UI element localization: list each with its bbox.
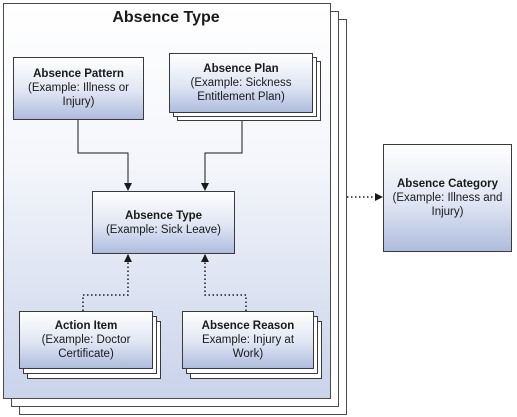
absence-reason-desc-2: Work) <box>232 348 264 360</box>
absence-plan-title: Absence Plan <box>203 63 279 75</box>
absence-pattern-box: Absence Pattern (Example: Illness or Inj… <box>13 57 144 120</box>
action-item-title: Action Item <box>54 320 118 332</box>
absence-plan-box: Absence Plan (Example: Sickness Entitlem… <box>169 53 313 113</box>
arrow-pattern-to-type <box>77 120 132 191</box>
absence-reason-title: Absence Reason <box>201 320 295 332</box>
absence-plan-desc-2: Entitlement Plan) <box>197 91 285 103</box>
absence-type-title: Absence Type <box>124 210 203 222</box>
arrow-action-to-type <box>82 254 132 311</box>
panel-title: Absence Type <box>112 9 220 26</box>
absence-pattern-title: Absence Pattern <box>33 68 124 80</box>
absence-category-box: Absence Category (Example: Illness and I… <box>383 144 512 252</box>
absence-category-title: Absence Category <box>397 178 498 190</box>
arrow-reason-to-type <box>201 254 247 311</box>
absence-category-desc-1: (Example: Illness and <box>392 192 503 204</box>
action-item-desc-2: Certificate) <box>58 348 114 360</box>
absence-type-box: Absence Type (Example: Sick Leave) <box>92 191 235 254</box>
absence-plan-desc-1: (Example: Sickness <box>190 77 292 89</box>
absence-category-desc-2: Injury) <box>431 206 464 218</box>
action-item-box: Action Item (Example: Doctor Certificate… <box>19 311 153 369</box>
absence-pattern-desc-1: (Example: Illness or <box>28 82 129 94</box>
arrow-plan-to-type <box>201 121 243 191</box>
absence-reason-box: Absence Reason Example: Injury at Work) <box>182 311 314 369</box>
absence-type-desc-1: (Example: Sick Leave) <box>105 224 222 236</box>
action-item-desc-1: (Example: Doctor <box>41 334 131 346</box>
absence-pattern-desc-2: Injury) <box>62 96 95 108</box>
absence-reason-desc-1: Example: Injury at <box>201 334 295 346</box>
